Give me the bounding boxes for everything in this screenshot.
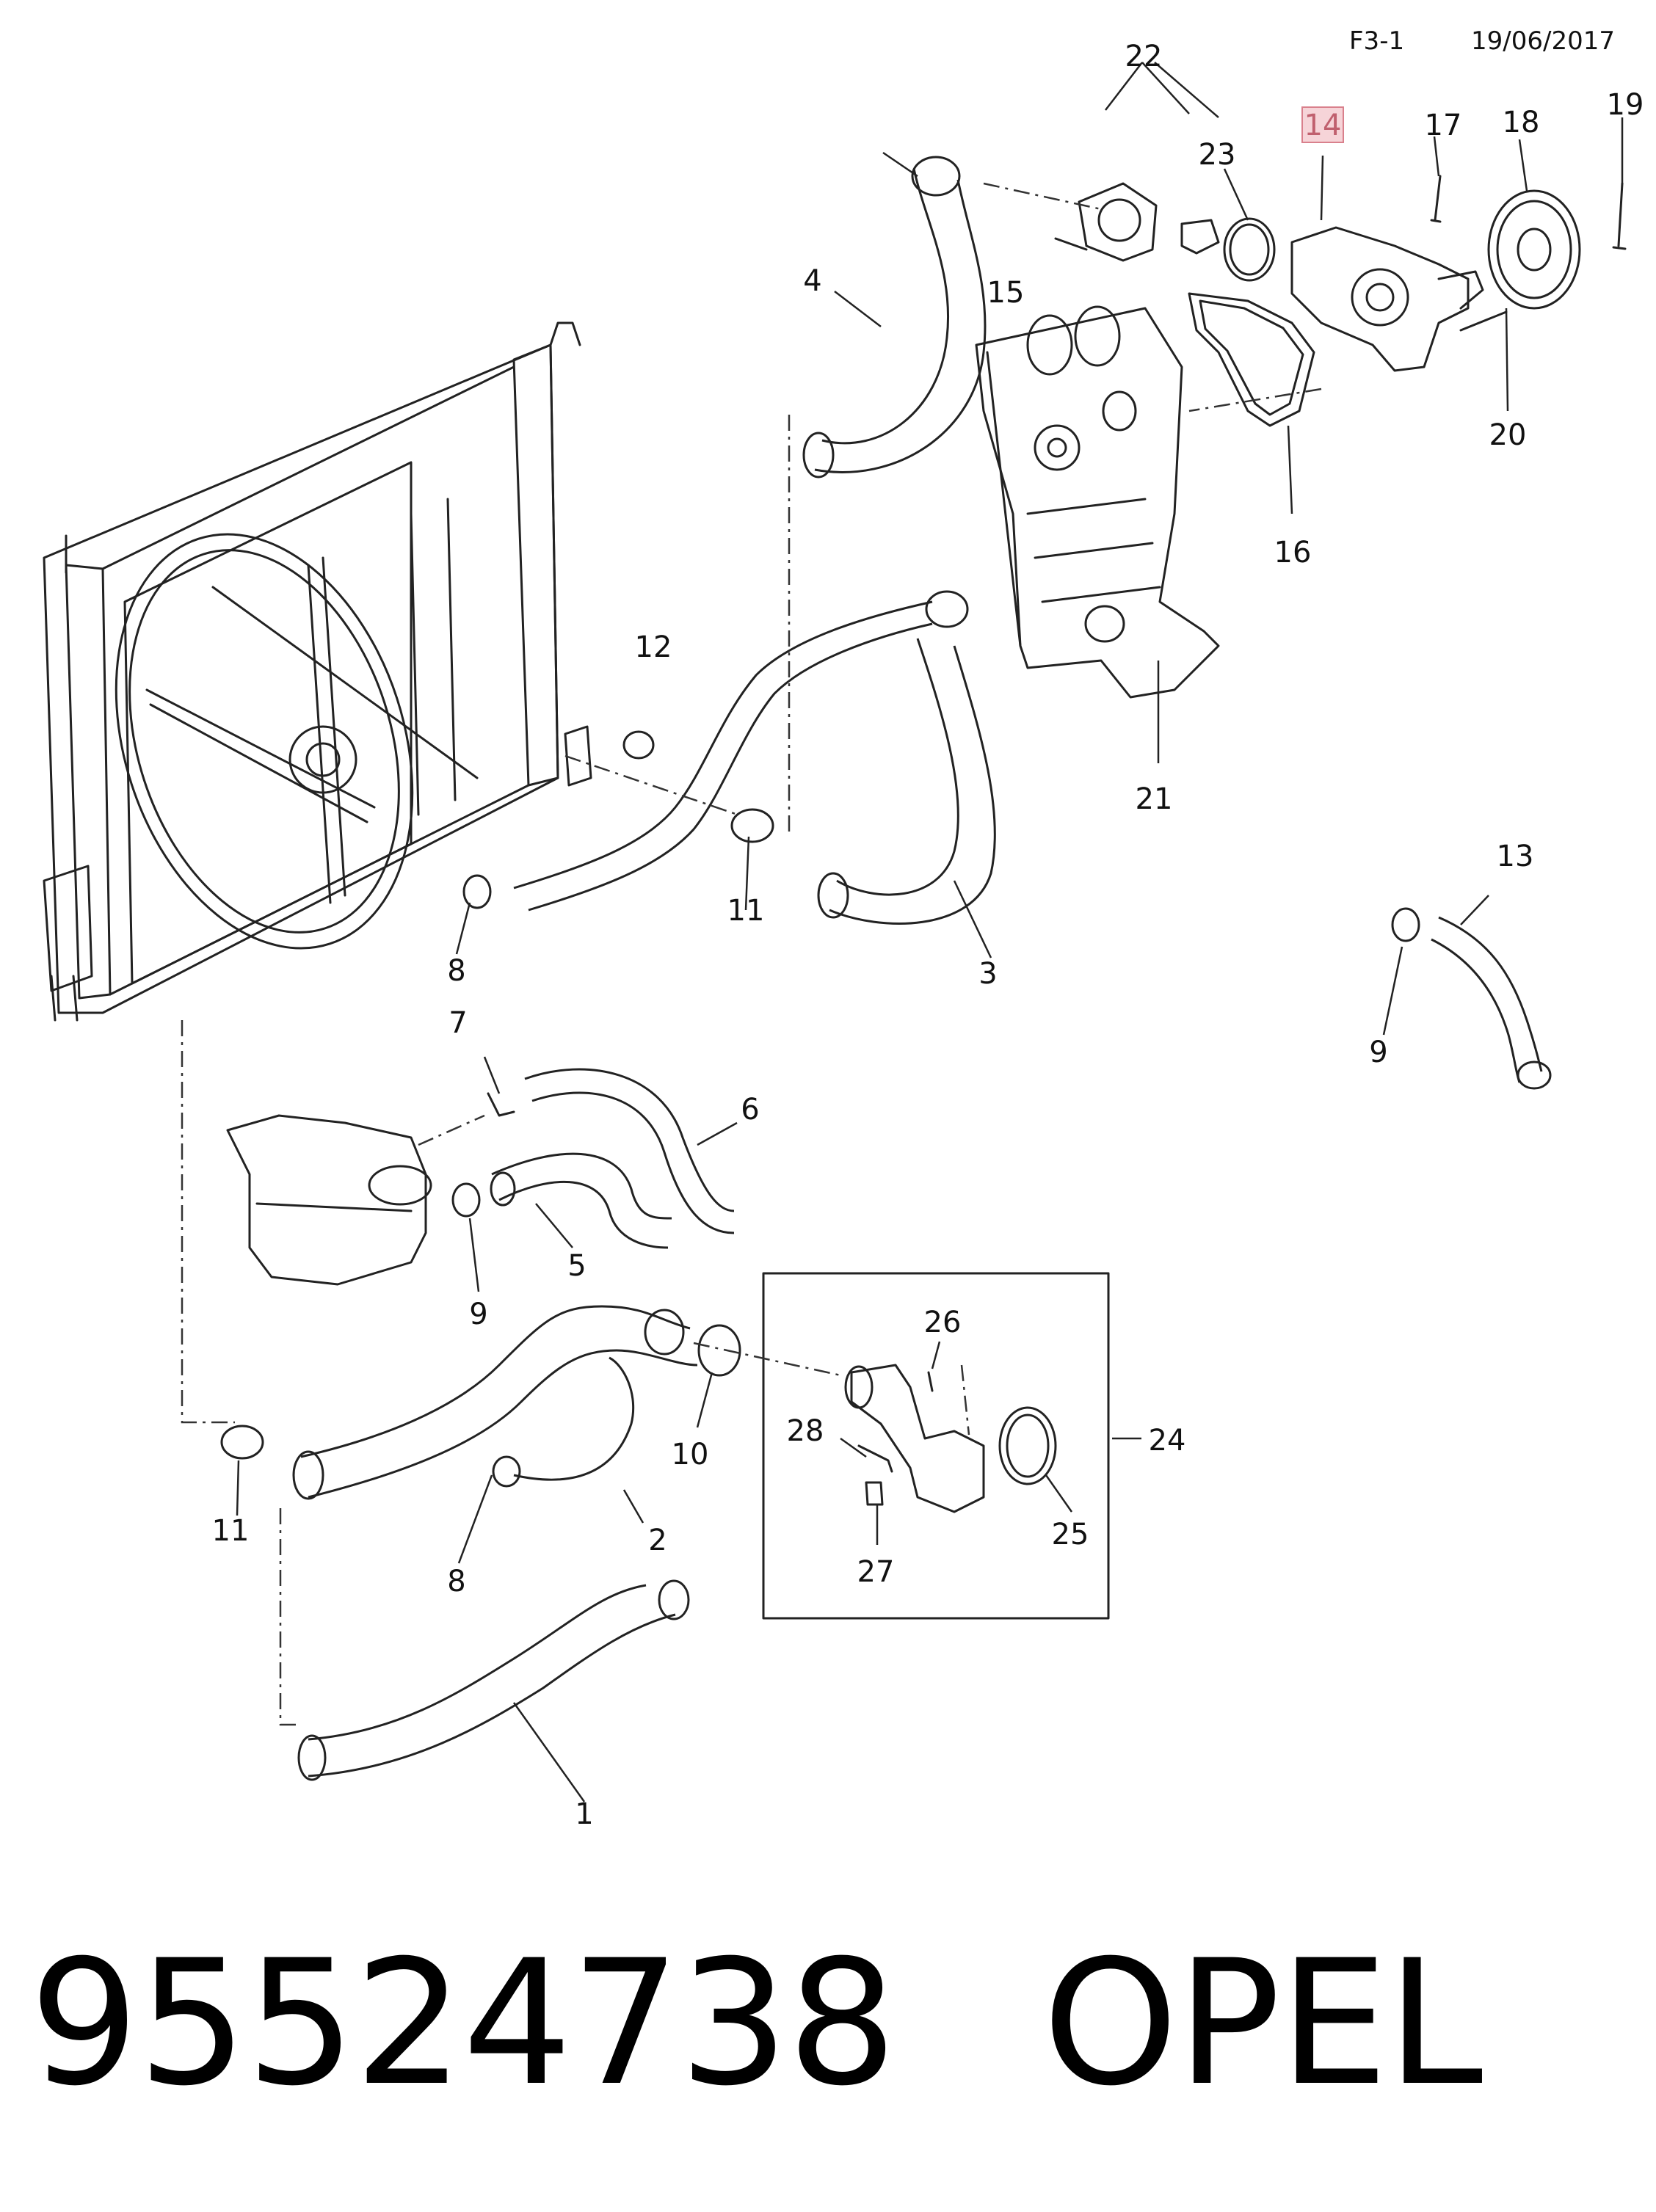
- hose-5: [490, 1152, 672, 1249]
- callout-24[interactable]: 24: [1149, 1424, 1186, 1458]
- pulley-18: [1487, 189, 1581, 310]
- callout-26[interactable]: 26: [924, 1306, 962, 1339]
- leader-lines: [236, 62, 1624, 1802]
- expansion-tank: [226, 1114, 432, 1286]
- part-number: 95524738: [29, 1924, 897, 2124]
- hose-12: [513, 590, 969, 912]
- callout-6[interactable]: 6: [741, 1093, 759, 1127]
- callout-19[interactable]: 19: [1607, 88, 1644, 122]
- clamp-10: [697, 1324, 741, 1377]
- brand-name: OPEL: [1042, 1924, 1483, 2124]
- callout-4[interactable]: 4: [803, 264, 821, 298]
- callout-2[interactable]: 2: [648, 1524, 667, 1557]
- thermostat-seal-23: [1223, 217, 1276, 282]
- clip-28: [857, 1444, 893, 1473]
- diagram-date: 19/06/2017: [1471, 26, 1615, 56]
- callout-labels: 1 2 3 4 5 6 7 8 8 9 9 10 11 11 12 13 15 …: [212, 40, 1644, 1831]
- callout-22[interactable]: 22: [1125, 40, 1163, 73]
- pump-gasket-16: [1188, 292, 1315, 427]
- outlet-seal-25: [998, 1406, 1057, 1485]
- clamp-9-right: [1391, 907, 1420, 942]
- thermostat-housing-22: [1078, 182, 1220, 262]
- callout-14-highlight: [1301, 106, 1344, 143]
- callout-11b[interactable]: 11: [212, 1514, 250, 1548]
- hose-4: [802, 156, 987, 479]
- callout-14[interactable]: 14: [1304, 109, 1342, 142]
- callout-25[interactable]: 25: [1052, 1518, 1089, 1551]
- callout-20[interactable]: 20: [1489, 418, 1527, 452]
- hose-6: [524, 1068, 735, 1234]
- callout-21[interactable]: 21: [1136, 782, 1173, 816]
- clamp-7: [487, 1092, 515, 1117]
- cooling-system-diagram: 1 2 3 4 5 6 7 8 8 9 9 10 11 11 12 13 15 …: [43, 40, 1644, 1831]
- coolant-outlet-housing: [844, 1364, 985, 1513]
- callout-8a[interactable]: 8: [447, 954, 465, 988]
- timing-cover-21: [975, 305, 1220, 699]
- group-box-24: [762, 1272, 1110, 1620]
- diagram-ref: F3-1: [1349, 26, 1405, 56]
- callout-12[interactable]: 12: [635, 630, 672, 664]
- callout-13[interactable]: 13: [1497, 840, 1534, 873]
- callout-17[interactable]: 17: [1425, 109, 1462, 142]
- callout-28[interactable]: 28: [787, 1414, 824, 1448]
- part-number-footer: 95524738 OPEL: [29, 1924, 1483, 2124]
- clamp-11-upper: [730, 808, 774, 843]
- centre-lines: [181, 182, 1322, 1726]
- callout-27[interactable]: 27: [857, 1555, 895, 1589]
- callout-15[interactable]: 15: [987, 276, 1025, 310]
- callout-3[interactable]: 3: [978, 957, 997, 991]
- callout-11a[interactable]: 11: [727, 894, 765, 928]
- sensor-27: [865, 1481, 884, 1506]
- hose-13: [1431, 916, 1552, 1090]
- clamp-9-left: [451, 1182, 481, 1218]
- callout-7[interactable]: 7: [448, 1006, 467, 1040]
- bolt-26: [927, 1371, 934, 1392]
- callout-8b[interactable]: 8: [447, 1565, 465, 1598]
- clamp-8-lower: [492, 1455, 521, 1488]
- hose-1: [297, 1579, 690, 1781]
- bolt-15: [1054, 237, 1088, 251]
- callout-9b[interactable]: 9: [1369, 1036, 1387, 1069]
- clamp-12: [622, 730, 655, 760]
- bolts-17-19-20: [1430, 175, 1627, 332]
- hose-3: [817, 638, 996, 925]
- callout-1[interactable]: 1: [575, 1797, 593, 1831]
- callout-16[interactable]: 16: [1274, 536, 1312, 570]
- clamp-11-lower: [220, 1425, 264, 1460]
- callout-18[interactable]: 18: [1503, 106, 1540, 139]
- radiator-fan-assembly: [43, 321, 592, 1022]
- callout-23[interactable]: 23: [1199, 138, 1236, 172]
- hose-2: [292, 1305, 698, 1500]
- clamp-8-upper: [462, 874, 492, 909]
- callout-9a[interactable]: 9: [469, 1298, 487, 1331]
- water-pump-14: [1290, 226, 1484, 372]
- callout-5[interactable]: 5: [567, 1249, 586, 1283]
- callout-10[interactable]: 10: [672, 1438, 709, 1471]
